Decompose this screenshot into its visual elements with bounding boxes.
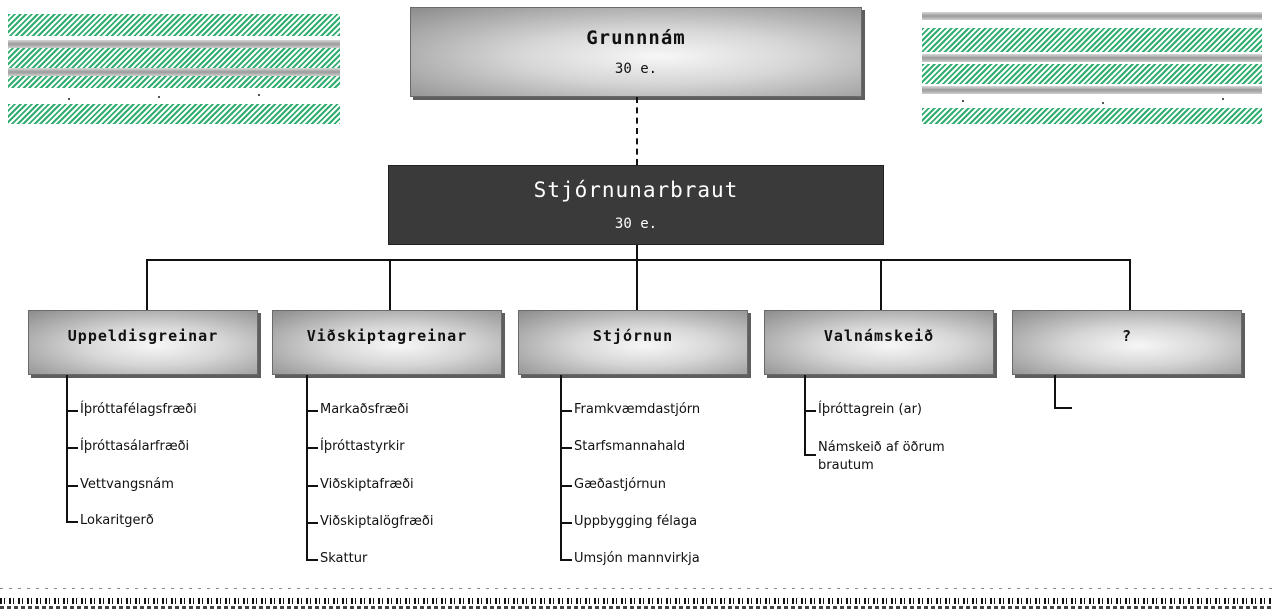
category-stjornun: Stjórnun [518,310,748,375]
root-credits: 30 e. [614,61,658,77]
decorative-stripes-right [922,8,1262,126]
list-item: Íþróttagrein (ar) [818,402,923,417]
main-title: Stjórnunarbraut [533,178,739,202]
main-node: Stjórnunarbraut 30 e. [388,165,884,245]
branch-drop-1 [146,259,148,310]
list-item: Viðskiptafræði [320,477,414,492]
list-item: Íþróttafélagsfræði [80,402,197,417]
list-item: Námskeið af öðrum brautum [818,440,945,473]
sublist-tick [804,454,816,456]
list-item: Framkvæmdastjórn [574,402,701,417]
decorative-noise-strip [0,584,1272,613]
sublist-tick [66,447,78,449]
branch-drop-4 [880,259,882,310]
sublist-tick [560,559,572,561]
list-item: Vettvangsnám [80,477,174,492]
sublist-tick [306,522,318,524]
sublist-tick [306,447,318,449]
branch-line [146,259,1131,261]
category-uppeldisgreinar: Uppeldisgreinar [28,310,258,375]
list-item: Lokaritgerð [80,513,154,528]
list-item: Íþróttasálarfræði [80,439,190,454]
list-item: Íþróttastyrkir [320,439,405,454]
list-item: Starfsmannahald [574,439,686,454]
sublist-tick [66,485,78,487]
decorative-stripes-left [8,8,340,124]
sublist-tick [560,522,572,524]
sublist-tick [306,410,318,412]
list-item: Skattur [320,551,368,566]
sublist-tick [306,485,318,487]
branch-drop-2 [389,259,391,310]
list-item: Markaðsfræði [320,402,409,417]
list-item: Umsjón mannvirkja [574,551,700,566]
sublist-tick [66,521,78,523]
sublist-tick [306,559,318,561]
sublist-spine [306,375,308,560]
sublist-spine [560,375,562,560]
branch-drop-3 [636,259,638,310]
list-item: Gæðastjórnun [574,477,667,492]
main-credits: 30 e. [614,216,658,232]
sublist-tick [66,410,78,412]
sublist-tick [560,447,572,449]
category-label: Viðskiptagreinar [306,326,468,345]
category-valnamskeid: Valnámskeið [764,310,994,375]
sublist-tick [804,410,816,412]
category-label: Stjórnun [592,326,674,345]
sublist-spine [804,375,806,455]
sublist-tick [560,410,572,412]
category-label: Valnámskeið [823,326,935,345]
list-item: Viðskiptalögfræði [320,514,434,529]
sublist-tick [560,485,572,487]
root-title: Grunnnám [586,27,686,49]
root-node: Grunnnám 30 e. [410,7,862,97]
sublist-tick [1054,407,1072,409]
branch-drop-5 [1129,259,1131,310]
category-vidskiptagreinar: Viðskiptagreinar [272,310,502,375]
list-item: Uppbygging félaga [574,514,698,529]
trunk-line [636,245,638,260]
category-label: Uppeldisgreinar [67,326,219,345]
dashed-connector [636,97,638,165]
category-unknown: ? [1012,310,1242,375]
category-label: ? [1121,326,1133,345]
sublist-spine [1054,375,1056,408]
